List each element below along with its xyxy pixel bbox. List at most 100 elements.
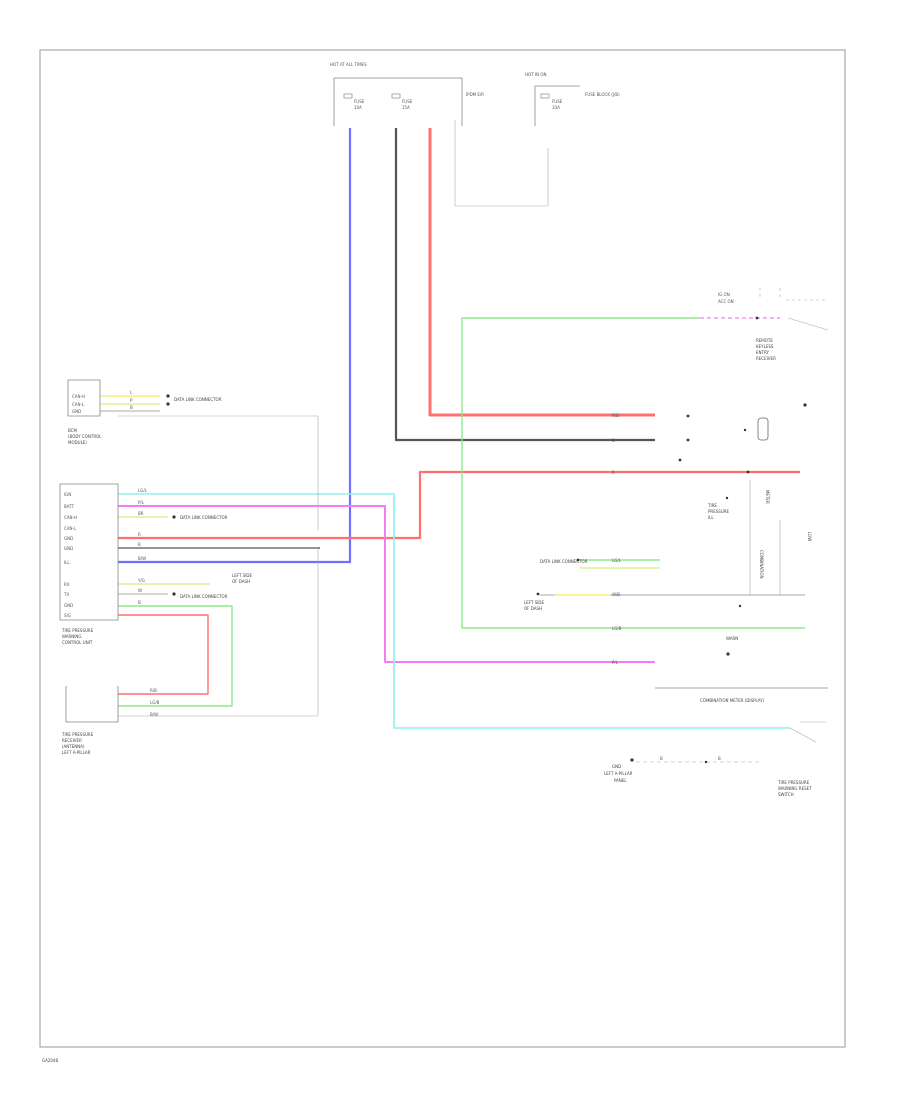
cu-callout-b: DATA LINK CONNECTOR [180,594,228,599]
cu-wire-5: B [138,542,141,547]
cu-name-2: WARNING [62,634,82,639]
rs-ground-1: LEFT SIDE [524,600,545,605]
ltc-pin-1: CAN-H [72,394,85,399]
cu-pin-4: CAN-L [64,526,77,531]
fuse-box: HOT AT ALL TIMES HOT IN ON FUSE 10A FUSE… [330,62,620,207]
left-top-connector: CAN-H CAN-L GND L P B DATA LINK CONNECTO… [67,379,222,445]
rs-comp-a-1: REMOTE [756,338,773,343]
ant-wire-2: LG/B [150,700,160,705]
antenna: R/B LG/B B/W TIRE PRESSURE RECEIVER (ANT… [61,686,160,755]
ltc-name-3: MODULE) [68,440,87,445]
cu-wire-7: Y/G [137,578,145,583]
rs-ground-b-3: PANEL [614,778,627,783]
fuse-box-title: HOT AT ALL TIMES [330,62,367,67]
ltc-name-2: (BODY CONTROL [68,434,102,439]
rs-tire-2: PRESSURE [708,509,730,514]
wire-red-control [118,470,800,540]
cu-wire-2: P/L [138,500,145,505]
fuse-c-label: FUSE [552,99,563,104]
cu-pin-3: CAN-H [64,515,77,520]
rs-switch-3: SWITCH [778,792,794,797]
right-side-components: IG ON ACC ON REMOTE KEYLESS ENTRY RECEIV… [524,288,829,797]
rs-vertical-a: METER [765,490,770,504]
rs-wire-6: LG/L [612,558,622,563]
rs-switch-2: WARNING RESET [778,786,812,791]
ant-wire-3: B/W [150,712,158,717]
cu-callout-a: DATA LINK CONNECTOR [180,515,228,520]
rs-comp-a-4: RECEIVER [756,356,776,361]
fuse-box-right-title: HOT IN ON [525,72,546,77]
ant-name-3: (ANTENNA) [62,744,85,749]
cu-wire-1: LG/L [138,488,148,493]
fuse-a-value: 10A [354,105,362,110]
cu-pin-1: IGN [64,492,71,497]
wire-antenna-green [118,605,233,707]
ltc-pin-2: CAN-L [72,402,85,407]
wire-black [394,128,655,442]
wires [100,128,805,729]
wire-green [461,317,805,629]
cu-wire-9: B [138,600,141,605]
rs-wire-2: B [612,438,615,443]
ant-wire-1: R/B [150,688,157,693]
cu-callout-c-2: OF DASH [232,579,250,584]
cu-pin-8: RX [64,582,70,587]
rs-ground-b-2: LEFT A-PILLAR [604,771,633,776]
cu-name-3: CONTROL UNIT [62,640,93,645]
wire-pink [118,505,655,663]
rs-ground-2: OF DASH [524,606,542,611]
cu-pin-10: GND [64,603,73,608]
wire-red-top [428,128,655,417]
cu-wire-6: B/W [138,556,146,561]
ltc-wire-2: P [130,398,133,403]
fuse-box-right-label: FUSE BLOCK (J/B) [585,92,620,97]
ltc-note: DATA LINK CONNECTOR [174,397,222,402]
cu-pin-7: ILL [64,560,70,565]
cu-wire-3: BR [138,511,144,516]
rs-wire-7: W/B [612,592,620,597]
diagram-code: GA2048 [42,1058,58,1063]
ant-name-2: RECEIVER [62,738,82,743]
rs-data-link-a: DATA LINK CONNECTOR [540,559,588,564]
wire-antenna-red [118,614,209,695]
diagram-frame [39,49,846,1048]
rs-tire-1: TIRE [707,503,717,508]
rs-ground-b-1: GND [612,764,621,769]
ltc-pin-3: GND [72,409,81,414]
rs-vertical-b: COMBINATION [759,550,764,579]
ltc-wire-1: L [130,390,133,395]
cu-pin-6: GND [64,546,73,551]
fuse-b-note: IPDM E/R [466,92,484,97]
cu-wire-8: W [138,588,142,593]
rs-lamp: LOW [807,532,812,541]
cu-pin-5: GND [64,536,73,541]
ant-name-4: LEFT A-PILLAR [62,750,91,755]
rs-comp-a-2: KEYLESS [756,344,774,349]
rs-comp-a-3: ENTRY [756,350,769,355]
cu-wire-4: R [138,532,141,537]
rs-wire-b-2: B [718,756,721,761]
wire-cyan [118,493,790,729]
rs-combination-meter: COMBINATION METER (DISPLAY) [700,698,765,703]
cu-pin-9: TX [63,592,69,597]
rs-wire-b-1: B [660,756,663,761]
fuse-a-label: FUSE [354,99,365,104]
rs-switch-1: TIRE PRESSURE [777,780,810,785]
rs-wire-3: R [612,470,615,475]
cu-pin-2: BATT [64,504,75,509]
rs-tire-3: ILL [708,515,714,520]
rs-wire-1: R/B [612,413,619,418]
rs-switch-a: IG ON [718,292,730,297]
rs-switch-b: ACC ON [718,299,734,304]
ant-name-1: TIRE PRESSURE [61,732,94,737]
wire-blue [118,128,352,564]
fuse-c-value: 10A [552,105,560,110]
control-unit: IGN BATT CAN-H CAN-L GND GND ILL RX TX G… [59,483,253,645]
cu-callout-c-1: LEFT SIDE [232,573,253,578]
fuse-b-value: 15A [402,105,410,110]
rs-wire-5: P/L [612,660,619,665]
cu-name-1: TIRE PRESSURE [61,628,94,633]
cu-pin-11: SIG [64,613,71,618]
ltc-name-1: BCM [68,428,77,433]
